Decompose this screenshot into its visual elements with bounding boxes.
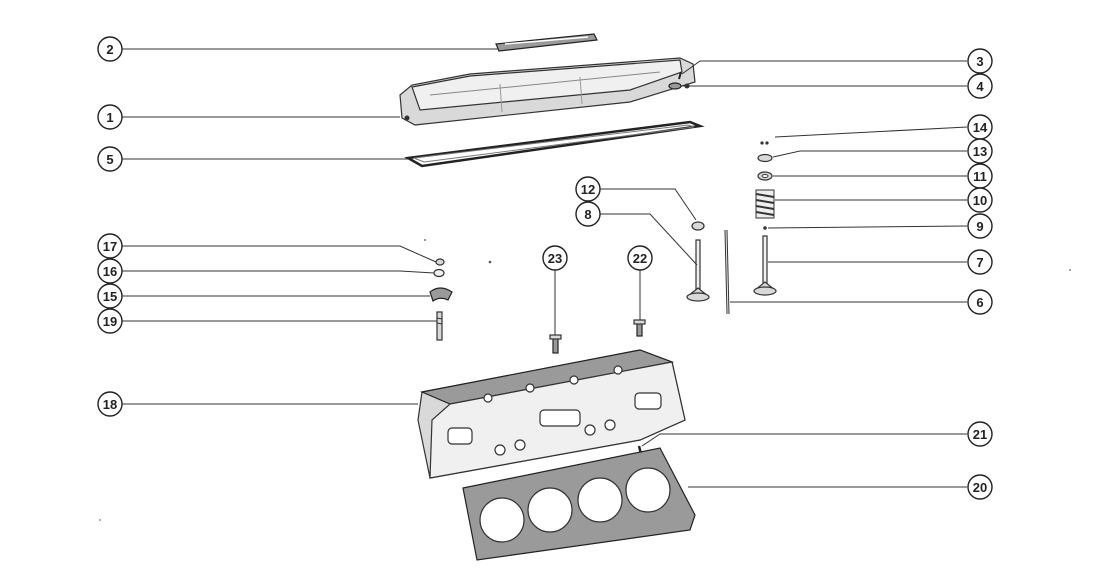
part-rocker-nut (435, 258, 445, 266)
callout-15: 15 (97, 283, 123, 309)
leader-13 (772, 150, 967, 158)
callout-17: 17 (97, 233, 123, 259)
callout-8: 8 (575, 201, 601, 227)
part-cover-gasket (404, 120, 705, 168)
part-rocker-stud (436, 311, 443, 341)
part-valve-keepers (760, 141, 769, 145)
callout-11: 11 (967, 163, 993, 189)
callout-21: 21 (967, 421, 993, 447)
callout-3: 3 (967, 48, 993, 74)
callout-label: 8 (584, 207, 591, 222)
callout-label: 14 (973, 120, 988, 135)
callout-14: 14 (967, 114, 993, 140)
callout-label: 11 (973, 169, 987, 184)
callout-19: 19 (97, 308, 123, 334)
scan-speck (99, 239, 1071, 521)
part-rocker-ball (433, 268, 445, 278)
part-rotator-cap (757, 153, 773, 163)
part-valve-cover (399, 57, 696, 126)
part-pushrod (724, 229, 730, 315)
callout-23: 23 (542, 245, 568, 271)
callout-1: 1 (97, 104, 123, 130)
leader-3 (681, 60, 967, 75)
part-head-gasket (462, 447, 696, 561)
callout-label: 20 (973, 480, 987, 495)
callout-label: 22 (633, 251, 647, 266)
leader-21 (641, 433, 967, 447)
callout-label: 18 (103, 397, 117, 412)
callout-label: 3 (976, 54, 983, 69)
part-nameplate (495, 33, 598, 52)
part-grommet (668, 82, 682, 90)
callout-label: 23 (548, 251, 562, 266)
callout-18: 18 (97, 391, 123, 417)
part-spring-cap (757, 171, 773, 181)
part-head-bolt-long (549, 334, 562, 354)
part-cylinder-head (417, 349, 686, 479)
callout-label: 12 (581, 182, 595, 197)
leader-16 (122, 270, 435, 274)
part-head-bolt-short (633, 319, 646, 337)
callout-7: 7 (967, 249, 993, 275)
leader-lines (122, 48, 968, 488)
callout-10: 10 (967, 187, 993, 213)
callout-22: 22 (627, 245, 653, 271)
callout-label: 7 (976, 255, 983, 270)
callout-6: 6 (967, 289, 993, 315)
callout-label: 9 (976, 219, 983, 234)
callout-label: 6 (976, 295, 983, 310)
callout-label: 10 (973, 193, 987, 208)
callout-label: 16 (103, 264, 117, 279)
callout-label: 15 (103, 289, 117, 304)
callout-13: 13 (967, 138, 993, 164)
leader-8 (600, 213, 698, 266)
leader-17 (122, 245, 437, 263)
part-cover-screw (678, 71, 682, 80)
callout-label: 1 (106, 110, 113, 125)
callout-9: 9 (967, 213, 993, 239)
part-valve-seal (763, 226, 767, 230)
callout-label: 2 (106, 42, 113, 57)
callout-label: 19 (103, 314, 117, 329)
callout-16: 16 (97, 258, 123, 284)
leader-12 (600, 188, 697, 221)
part-rocker-arm (429, 287, 453, 302)
part-valve-cap (691, 221, 705, 231)
callout-12: 12 (575, 176, 601, 202)
callout-4: 4 (967, 73, 993, 99)
part-intake-valve (686, 239, 710, 302)
callout-2: 2 (97, 36, 123, 62)
callout-label: 21 (973, 427, 987, 442)
part-exhaust-valve (753, 235, 777, 296)
leader-14 (774, 126, 968, 138)
callout-20: 20 (967, 474, 993, 500)
callout-5: 5 (97, 146, 123, 172)
part-valve-spring (755, 189, 775, 219)
callout-label: 4 (976, 79, 984, 94)
leader-9 (767, 225, 968, 229)
callout-label: 17 (103, 239, 117, 254)
callout-label: 13 (973, 144, 987, 159)
callout-label: 5 (106, 152, 113, 167)
